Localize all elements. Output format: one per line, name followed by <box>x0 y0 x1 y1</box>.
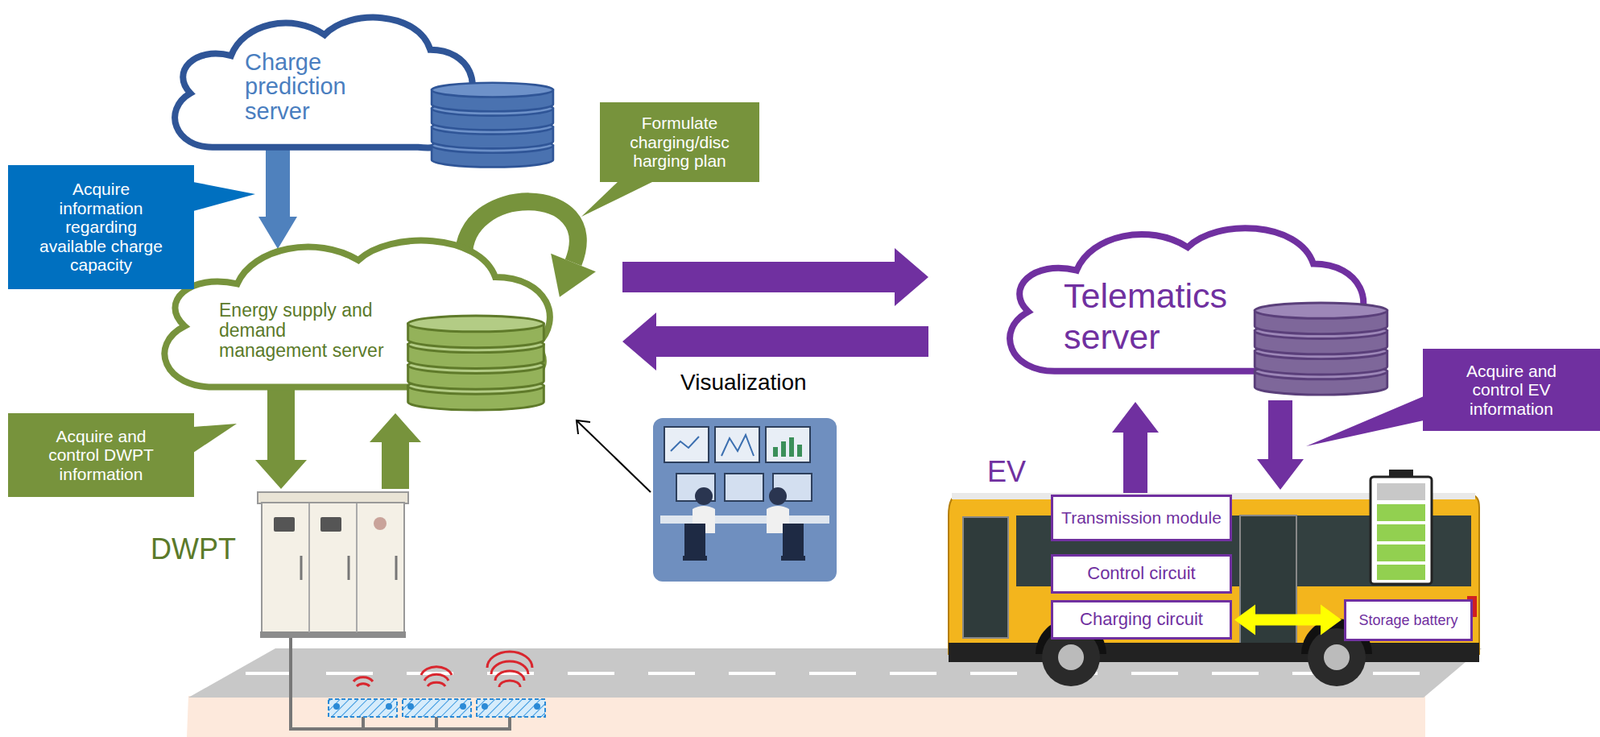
node-text: Acquire and control EV information <box>1441 361 1583 419</box>
node-text: Charge prediction server <box>244 49 374 124</box>
connector-arrow <box>1256 400 1304 490</box>
vehicle: EVTransmission moduleControl circuitChar… <box>948 492 1480 665</box>
callout-box: Acquire and control DWPT information <box>8 413 195 497</box>
connector-arrow <box>1112 401 1159 493</box>
database-icon <box>408 315 545 410</box>
node-text: Control circuit <box>1087 563 1195 584</box>
node-text: Acquire information regarding available … <box>33 179 170 275</box>
callout-box: Acquire information regarding available … <box>8 165 195 290</box>
callout-box: Acquire and control EV information <box>1422 348 1600 431</box>
node-text: Acquire and control DWPT information <box>33 426 170 484</box>
connector-arrow <box>622 312 929 371</box>
module-box: Control circuit <box>1050 554 1233 594</box>
heading-label: DWPT <box>150 532 236 566</box>
callout-pointer <box>193 181 256 211</box>
ground <box>186 695 1426 737</box>
wireless-waves <box>353 651 533 687</box>
callout-pointer <box>581 181 654 217</box>
callout-pointer <box>193 423 237 453</box>
module-box: Transmission module <box>1050 494 1233 542</box>
wire <box>508 716 512 729</box>
cloud-server: Telematics server <box>989 214 1377 380</box>
leader-line <box>576 420 651 492</box>
database-icon <box>431 82 554 168</box>
database-icon <box>1254 302 1388 395</box>
node-text: Telematics server <box>1063 275 1257 357</box>
callout-box: Formulate charging/disc harging plan <box>599 102 760 182</box>
control-room <box>653 417 837 582</box>
wire <box>434 716 439 729</box>
coil <box>328 698 546 717</box>
node-text: Storage battery <box>1358 611 1458 629</box>
module-box: Storage battery <box>1343 599 1473 641</box>
node-text: Charging circuit <box>1079 609 1204 630</box>
dwpt-unit: DWPT <box>257 491 409 638</box>
callout-pointer <box>1306 396 1424 447</box>
caption-label: Visualization <box>680 369 807 396</box>
connector-arrow <box>258 149 298 249</box>
leader-head <box>576 420 591 435</box>
coil-terminal <box>333 702 541 710</box>
battery-icon <box>1370 469 1432 584</box>
wire <box>361 716 365 729</box>
dwpt-cabinet <box>257 491 409 638</box>
node-text: Formulate charging/disc harging plan <box>611 113 749 171</box>
connector-arrow <box>622 248 929 306</box>
heading-label: EV <box>987 454 1026 488</box>
connector-arrow <box>1234 604 1342 636</box>
cloud-shape <box>174 17 473 149</box>
cloud-server: Energy supply and demand management serv… <box>142 226 564 396</box>
connector-arrow <box>255 388 307 489</box>
node-text: Energy supply and demand management serv… <box>219 300 385 360</box>
module-box: Charging circuit <box>1050 599 1233 640</box>
cloud-server: Charge prediction server <box>157 4 484 155</box>
node-text: Transmission module <box>1061 508 1222 528</box>
connector-arrow <box>369 413 422 489</box>
